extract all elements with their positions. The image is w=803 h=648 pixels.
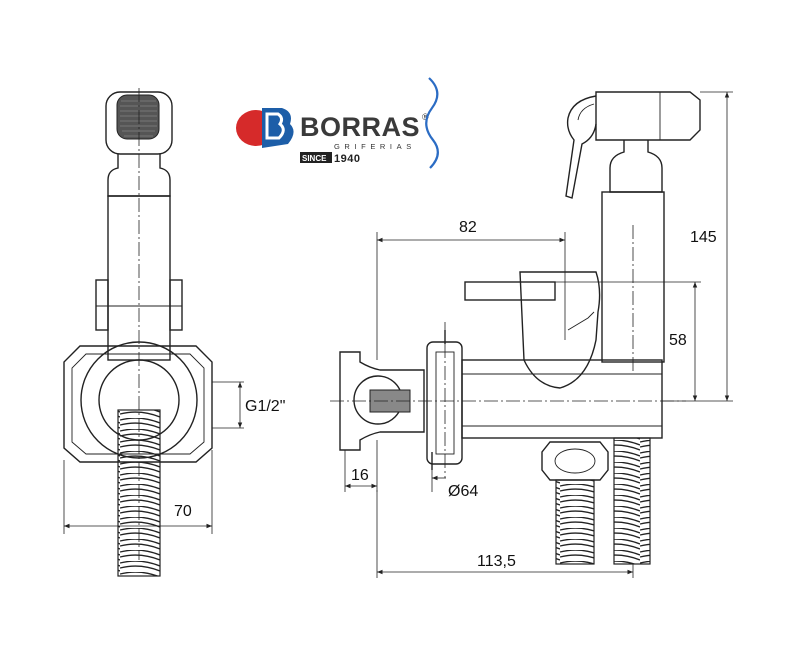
- dim-height-outlet: 58: [669, 332, 687, 349]
- logo-registered-mark: ®: [422, 112, 429, 122]
- logo-b-letter-icon: [265, 112, 285, 140]
- sprayer-nozzle-grid: [116, 94, 160, 140]
- logo-brand-text: BORRAS: [300, 112, 420, 142]
- wall-plate-inner: [71, 353, 205, 455]
- logo-year: 1940: [334, 153, 360, 165]
- wall-plate-front: [63, 345, 213, 463]
- dim-total-depth: 113,5: [477, 553, 516, 570]
- dim-thread: G1/2": [245, 398, 285, 415]
- hose-nut-side: [541, 441, 609, 481]
- holder-right-clip: [169, 279, 183, 331]
- valve-lever-side: [464, 281, 556, 301]
- front-view: 70 G1/2": [63, 88, 285, 577]
- nozzle-grid-lines: [120, 100, 157, 137]
- dim-depth: 82: [459, 219, 477, 236]
- dim-front-width: 70: [174, 503, 192, 520]
- wall-connector-side: [339, 351, 425, 451]
- trigger-lever: [565, 95, 597, 199]
- trigger-inner: [577, 103, 595, 121]
- valve-body-side: [519, 271, 601, 389]
- wall-flange-side: [426, 341, 463, 465]
- logo-since-label: SINCE: [302, 154, 327, 163]
- dim-height-total: 145: [690, 229, 717, 246]
- side-view: 82 145 58 16 Ø64 113,5: [330, 91, 733, 578]
- sprayer-collar-side: [609, 140, 663, 193]
- borras-logo: BORRAS ® GRIFERIAS SINCE 1940: [236, 77, 439, 169]
- dim-flange-diameter: Ø64: [448, 483, 478, 500]
- hose-side-left: [555, 479, 595, 565]
- dim-flange-depth: 16: [351, 467, 369, 484]
- logo-wave-line: [425, 77, 439, 169]
- valve-inner-curve: [567, 311, 595, 331]
- hose-nut-ellipse: [554, 448, 596, 474]
- logo-since-box: [300, 152, 332, 163]
- holder-left-clip: [95, 279, 109, 331]
- sprayer-head-side: [595, 91, 701, 141]
- logo-subtitle: GRIFERIAS: [334, 142, 416, 151]
- hose-side-right: [613, 437, 651, 565]
